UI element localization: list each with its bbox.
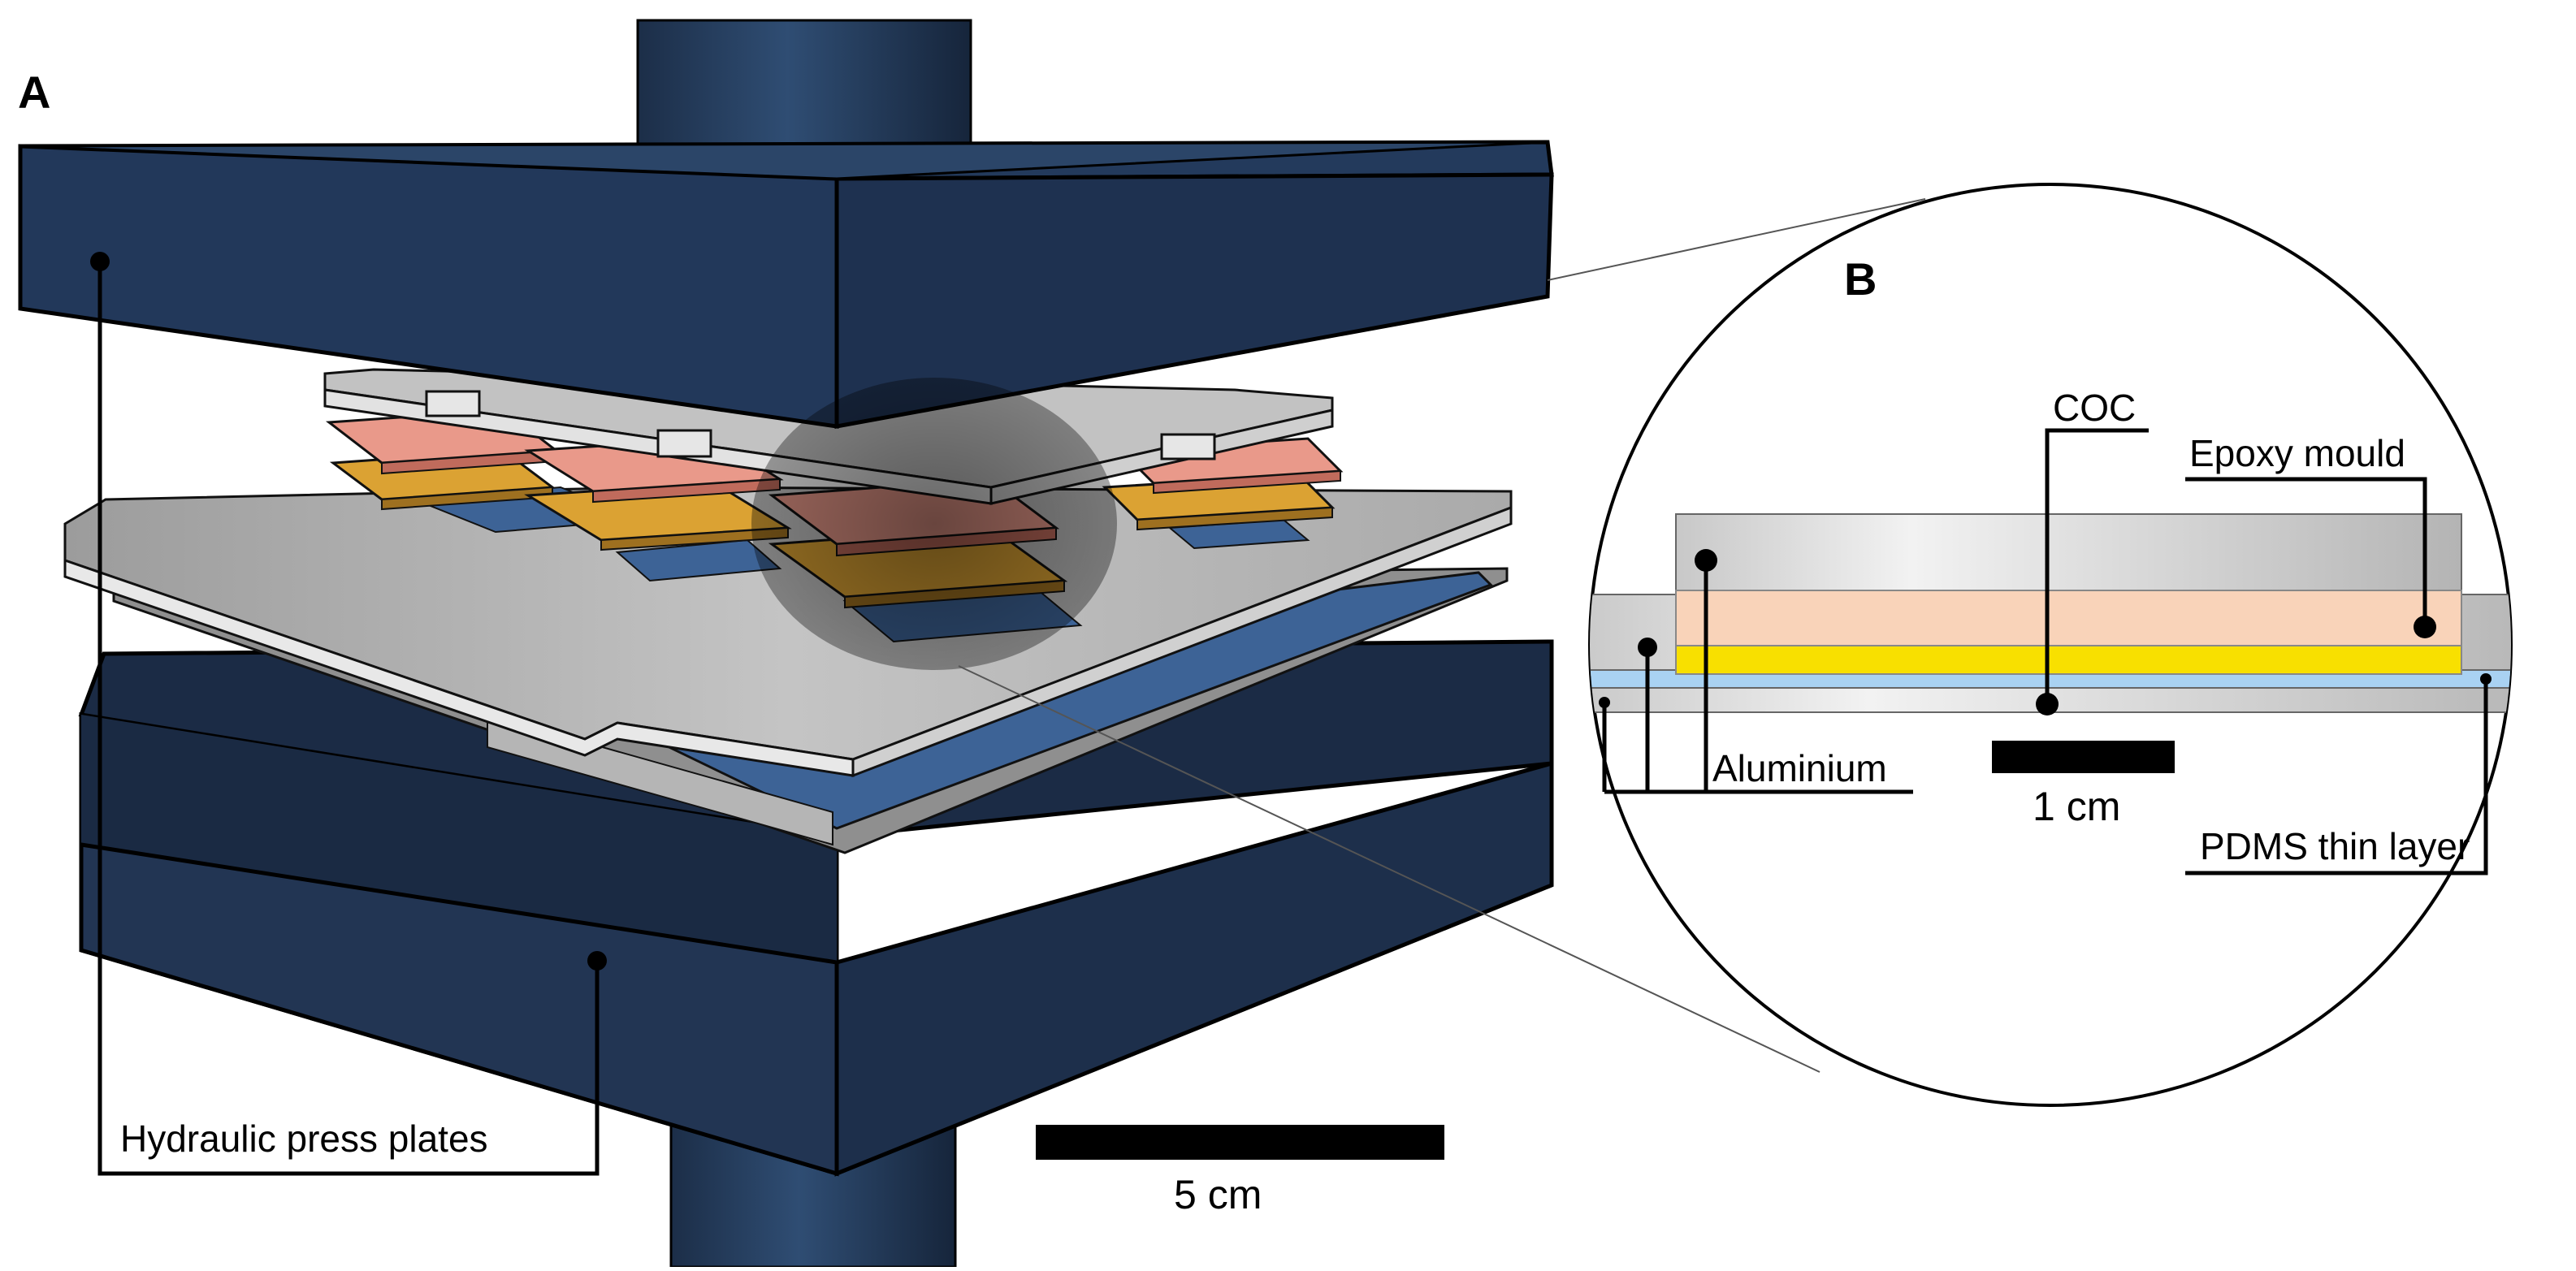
- top-pillar: [636, 19, 972, 160]
- pdms-thin-layer-label: PDMS thin layer: [2200, 825, 2470, 867]
- coc-label: COC: [2053, 387, 2136, 429]
- top-press-plate: [18, 140, 1554, 429]
- inset-epoxy-top: [1675, 513, 2462, 596]
- bottom-press-plate: [78, 639, 1554, 1177]
- scale-bar-main-label: 5 cm: [1174, 1172, 1262, 1217]
- epoxy-mould-label: Epoxy mould: [2189, 432, 2405, 474]
- press-assembly: [18, 19, 1554, 1269]
- zoom-region: [751, 378, 1117, 670]
- inset-coc-layer: [1675, 645, 2462, 675]
- inset-epoxy-mould: [1675, 590, 2462, 648]
- hydraulic-press-leader: [90, 252, 607, 1176]
- inset-aluminium-bottom: [1590, 687, 2511, 713]
- scale-bar-inset-label: 1 cm: [2033, 784, 2120, 829]
- scale-bar-inset: [1992, 741, 2175, 773]
- panel-label-a: A: [18, 67, 50, 118]
- scale-bar-main: [1036, 1125, 1444, 1160]
- zoom-guides: [958, 198, 1926, 1073]
- inset-cross-section: B COC Epoxy mould Aluminium PDMS thin la…: [1588, 183, 2513, 1107]
- panel-label-b: B: [1844, 253, 1877, 305]
- aluminium-label: Aluminium: [1712, 747, 1887, 789]
- chip-stack-center-left: [524, 437, 792, 582]
- hydraulic-press-plates-label: Hydraulic press plates: [120, 1118, 488, 1160]
- chip-stack-right: [1102, 437, 1344, 550]
